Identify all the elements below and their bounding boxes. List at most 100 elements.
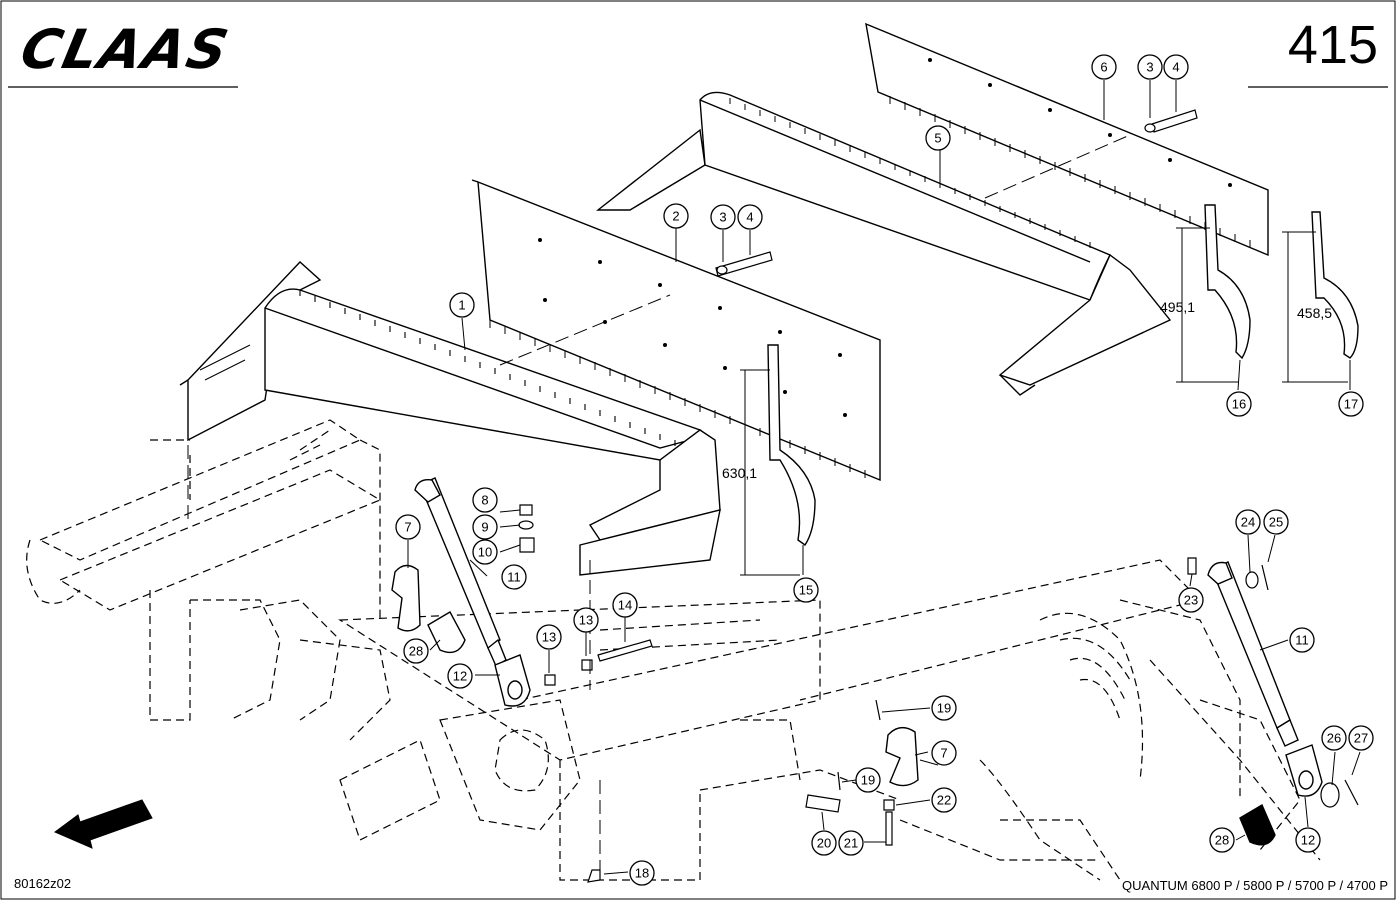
leader-lines xyxy=(407,80,1361,875)
callout-c5: 5 xyxy=(925,125,951,151)
callout-circle xyxy=(1235,509,1261,535)
callout-label: 3 xyxy=(1146,60,1153,75)
callout-label: 20 xyxy=(817,836,831,851)
callout-label: 28 xyxy=(1215,833,1229,848)
callout-circle xyxy=(472,514,498,540)
callout-c21: 21 xyxy=(838,830,864,856)
callout-c8: 8 xyxy=(472,487,498,513)
callout-circle xyxy=(447,663,473,689)
part-5-rear-bracket-assembly xyxy=(595,91,1172,396)
dimension-lines xyxy=(740,227,1348,576)
callout-c13a: 13 xyxy=(536,624,562,650)
callout-circle xyxy=(663,203,689,229)
callout-c12a: 12 xyxy=(447,663,473,689)
callout-label: 13 xyxy=(542,630,556,645)
callout-c3b: 3 xyxy=(1137,54,1163,80)
callout-circle xyxy=(403,638,429,664)
callout-label: 24 xyxy=(1241,515,1255,530)
callout-label: 22 xyxy=(937,793,951,808)
callout-circle xyxy=(1289,627,1315,653)
callout-c16: 16 xyxy=(1226,391,1252,417)
callout-c24: 24 xyxy=(1235,509,1261,535)
callout-c26: 26 xyxy=(1321,725,1347,751)
callout-label: 26 xyxy=(1327,731,1341,746)
callout-c4b: 4 xyxy=(1163,54,1189,80)
callout-circle xyxy=(1178,587,1204,613)
callout-circle xyxy=(710,204,736,230)
part-15-skid xyxy=(767,344,816,546)
callout-circle xyxy=(931,740,957,766)
callout-label: 15 xyxy=(799,583,813,598)
callout-c22: 22 xyxy=(931,787,957,813)
callout-c10: 10 xyxy=(472,539,498,565)
callout-label: 11 xyxy=(507,570,521,585)
callout-c12b: 12 xyxy=(1295,827,1321,853)
callout-circle xyxy=(472,487,498,513)
part-17-skid xyxy=(1311,211,1359,359)
callout-circle xyxy=(1163,54,1189,80)
callout-label: 6 xyxy=(1100,60,1107,75)
part-28-bracket-right xyxy=(1239,803,1276,846)
callout-c7a: 7 xyxy=(395,514,421,540)
callout-label: 7 xyxy=(404,520,411,535)
callout-c2: 2 xyxy=(663,203,689,229)
callout-circle xyxy=(1348,725,1374,751)
diagram-code: 80162z02 xyxy=(14,876,72,891)
callout-circle xyxy=(931,787,957,813)
callout-circle xyxy=(1263,509,1289,535)
callout-label: 27 xyxy=(1354,731,1368,746)
callout-circle xyxy=(855,767,881,793)
callout-c6: 6 xyxy=(1091,54,1117,80)
callout-label: 5 xyxy=(934,131,941,146)
callout-circle xyxy=(1321,725,1347,751)
callout-circle xyxy=(573,607,599,633)
callout-c14: 14 xyxy=(612,592,638,618)
callout-c11b: 11 xyxy=(1289,627,1315,653)
callout-label: 14 xyxy=(618,598,632,613)
dimension-label-630: 630,1 xyxy=(722,465,757,481)
callout-label: 11 xyxy=(1295,633,1309,648)
callout-c28b: 28 xyxy=(1209,827,1235,853)
part-6-rear-flat-plate xyxy=(865,22,1269,257)
callout-c11a: 11 xyxy=(501,564,527,590)
part-11-cylinder-right xyxy=(1207,561,1299,747)
callout-label: 12 xyxy=(1301,833,1315,848)
callout-circle xyxy=(629,860,655,886)
baler-frame-dashed xyxy=(26,419,1321,881)
callout-c18: 18 xyxy=(629,860,655,886)
callout-c19b: 19 xyxy=(855,767,881,793)
callout-c1: 1 xyxy=(449,292,475,318)
callout-c20: 20 xyxy=(811,830,837,856)
callout-label: 21 xyxy=(844,836,858,851)
model-list: QUANTUM 6800 P / 5800 P / 5700 P / 4700 … xyxy=(1122,878,1388,893)
callout-c25: 25 xyxy=(1263,509,1289,535)
callout-label: 16 xyxy=(1232,397,1246,412)
part-12-clevis-right xyxy=(1285,744,1323,797)
page-number: 415 xyxy=(1287,15,1378,75)
callout-label: 1 xyxy=(458,298,465,313)
callout-c13b: 13 xyxy=(573,607,599,633)
callout-label: 2 xyxy=(672,209,679,224)
callout-label: 18 xyxy=(635,866,649,881)
callout-circle xyxy=(811,830,837,856)
callout-c17: 17 xyxy=(1338,391,1364,417)
callout-label: 13 xyxy=(579,613,593,628)
callout-circle xyxy=(1209,827,1235,853)
callout-c4a: 4 xyxy=(737,204,763,230)
part-1-front-bracket-assembly xyxy=(179,261,721,576)
callout-circle xyxy=(1338,391,1364,417)
callout-label: 19 xyxy=(861,773,875,788)
callout-label: 10 xyxy=(478,545,492,560)
callout-circle xyxy=(838,830,864,856)
callout-c23: 23 xyxy=(1178,587,1204,613)
callout-label: 17 xyxy=(1344,397,1358,412)
callout-circle xyxy=(1295,827,1321,853)
callout-circle xyxy=(501,564,527,590)
callout-circle xyxy=(612,592,638,618)
callout-c28a: 28 xyxy=(403,638,429,664)
callout-circle xyxy=(395,514,421,540)
part-7-bracket-left xyxy=(391,564,421,632)
